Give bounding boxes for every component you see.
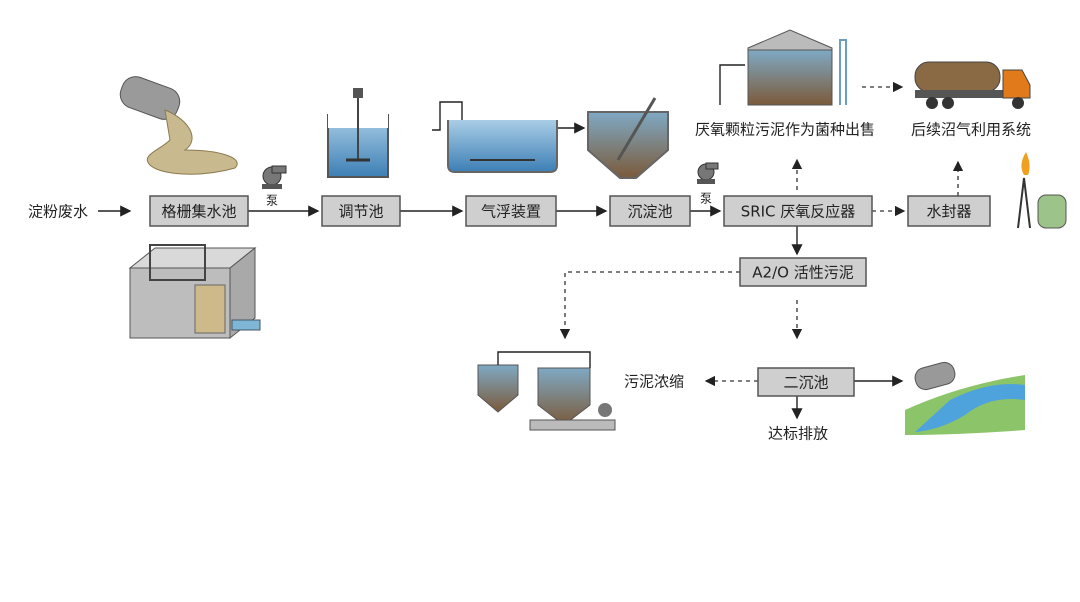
- regulating-tank-label: 调节池: [338, 203, 383, 221]
- sludge-thickening-label: 污泥浓缩: [624, 373, 684, 391]
- river-discharge-illustration: [905, 361, 1025, 435]
- node-water-seal: [907, 195, 991, 227]
- pump-icon: [697, 162, 719, 184]
- gas-flare-tank-illustration: [1017, 152, 1067, 229]
- anaerobic-reactor-illustration: [719, 29, 847, 106]
- regulating-tank-illustration: [327, 88, 389, 178]
- pump-icon: [262, 165, 287, 189]
- water-seal-label: 水封器: [926, 203, 971, 221]
- air-flotation-illustration: [432, 101, 558, 173]
- sludge-thickening-illustration: [477, 351, 616, 431]
- node-grid-tank: [149, 195, 249, 227]
- tank-truck-illustration: [914, 61, 1031, 109]
- node-regulating-tank: [321, 195, 401, 227]
- sric-reactor-label: SRIC 厌氧反应器: [741, 203, 856, 221]
- arrow-ao-to-thickening: [559, 271, 740, 340]
- granular-sludge-sale-label: 厌氧颗粒污泥作为菌种出售: [695, 121, 875, 139]
- pump-label: 泵: [700, 192, 712, 206]
- input-label: 淀粉废水: [28, 203, 88, 221]
- node-ao-sludge: [739, 257, 867, 287]
- node-secondary-clarifier: [757, 367, 855, 397]
- secondary-clarifier-label: 二沉池: [783, 374, 828, 392]
- grid-tank-illustration: [128, 244, 261, 340]
- pipe-pouring-wastewater-illustration: [119, 76, 238, 175]
- grid-tank-label: 格栅集水池: [161, 203, 236, 221]
- node-sric-reactor: [723, 195, 873, 227]
- biogas-system-label: 后续沼气利用系统: [911, 121, 1031, 139]
- sedimentation-label: 沉淀池: [627, 203, 672, 221]
- sedimentation-tank-illustration: [587, 97, 669, 179]
- discharge-label: 达标排放: [768, 425, 828, 443]
- node-sedimentation: [609, 195, 691, 227]
- air-flotation-label: 气浮装置: [481, 203, 541, 221]
- node-air-flotation: [465, 195, 557, 227]
- ao-sludge-label: A2/O 活性污泥: [752, 264, 853, 282]
- pump-label: 泵: [266, 194, 278, 208]
